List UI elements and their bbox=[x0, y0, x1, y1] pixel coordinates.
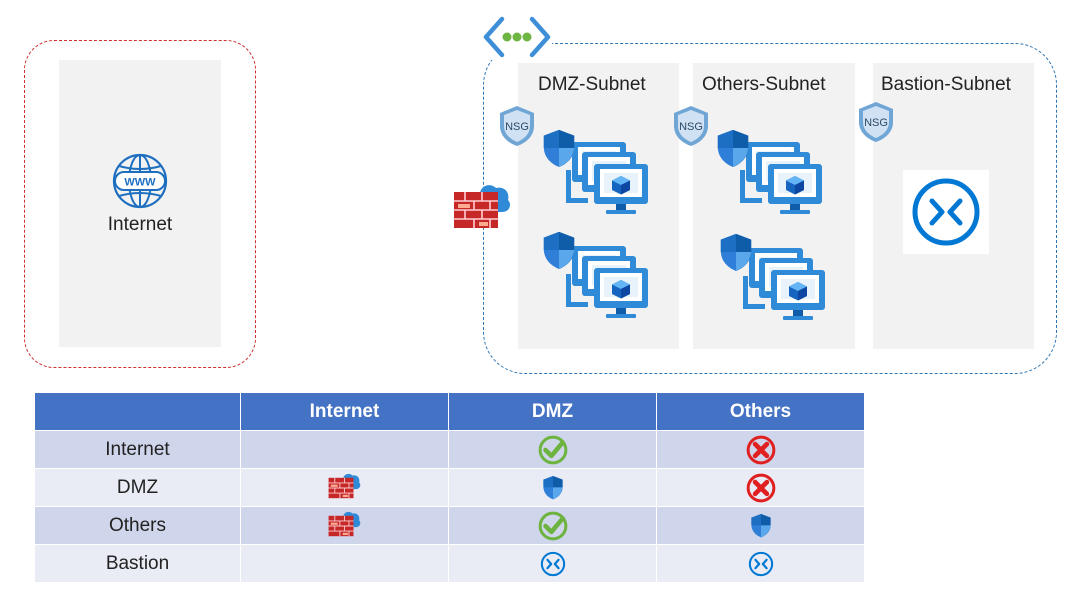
header-internet: Internet bbox=[240, 392, 449, 431]
access-matrix-table: Internet DMZ Others Internet DMZ bbox=[34, 392, 865, 583]
firewall-icon bbox=[327, 510, 361, 537]
virtual-network-icon bbox=[482, 14, 552, 60]
nsg-icon: NSG bbox=[500, 106, 534, 146]
table-cell bbox=[656, 544, 865, 583]
table-cell bbox=[240, 506, 449, 545]
table-row: Bastion bbox=[34, 544, 865, 583]
deny-icon bbox=[746, 435, 776, 465]
table-cell bbox=[448, 544, 657, 583]
check-icon bbox=[538, 435, 568, 465]
www-text: WWW bbox=[124, 177, 156, 189]
bastion-icon bbox=[912, 178, 980, 246]
table-cell bbox=[240, 468, 449, 507]
vm-group-icon bbox=[717, 129, 822, 214]
table-cell bbox=[656, 468, 865, 507]
table-cell bbox=[240, 544, 449, 583]
table-row: Others bbox=[34, 506, 865, 545]
shield-icon bbox=[542, 475, 563, 499]
table-header-row: Internet DMZ Others bbox=[34, 392, 865, 431]
bastion-icon bbox=[748, 551, 773, 576]
nsg-icon: NSG bbox=[859, 102, 893, 142]
bastion-subnet-label: Bastion-Subnet bbox=[881, 74, 1011, 95]
vm-group-icon bbox=[720, 233, 825, 320]
check-icon bbox=[538, 511, 568, 541]
table-cell bbox=[448, 468, 657, 507]
table-cell bbox=[240, 430, 449, 469]
table-row: Internet bbox=[34, 430, 865, 469]
nsg-icon: NSG bbox=[674, 106, 708, 146]
nsg-text: NSG bbox=[679, 121, 703, 133]
bastion-icon bbox=[540, 551, 565, 576]
table-cell bbox=[656, 430, 865, 469]
deny-icon bbox=[746, 473, 776, 503]
header-dmz: DMZ bbox=[448, 392, 657, 431]
table-cell bbox=[656, 506, 865, 545]
row-label: Bastion bbox=[34, 544, 241, 583]
table-cell bbox=[448, 506, 657, 545]
row-label: Internet bbox=[34, 430, 241, 469]
dmz-subnet-label: DMZ-Subnet bbox=[538, 74, 646, 95]
nsg-text: NSG bbox=[864, 117, 888, 129]
header-corner bbox=[34, 392, 241, 431]
others-subnet-label: Others-Subnet bbox=[702, 74, 826, 95]
table-cell bbox=[448, 430, 657, 469]
nsg-text: NSG bbox=[505, 121, 529, 133]
internet-zone-boundary bbox=[24, 40, 256, 368]
header-others: Others bbox=[656, 392, 865, 431]
shield-icon bbox=[750, 513, 771, 537]
vm-group-icon bbox=[543, 129, 648, 214]
firewall-icon bbox=[327, 472, 361, 499]
firewall-icon bbox=[453, 184, 511, 229]
internet-label: Internet bbox=[107, 214, 173, 235]
row-label: Others bbox=[34, 506, 241, 545]
table-row: DMZ bbox=[34, 468, 865, 507]
row-label: DMZ bbox=[34, 468, 241, 507]
globe-icon: WWW bbox=[112, 153, 168, 209]
vm-group-icon bbox=[543, 231, 648, 318]
